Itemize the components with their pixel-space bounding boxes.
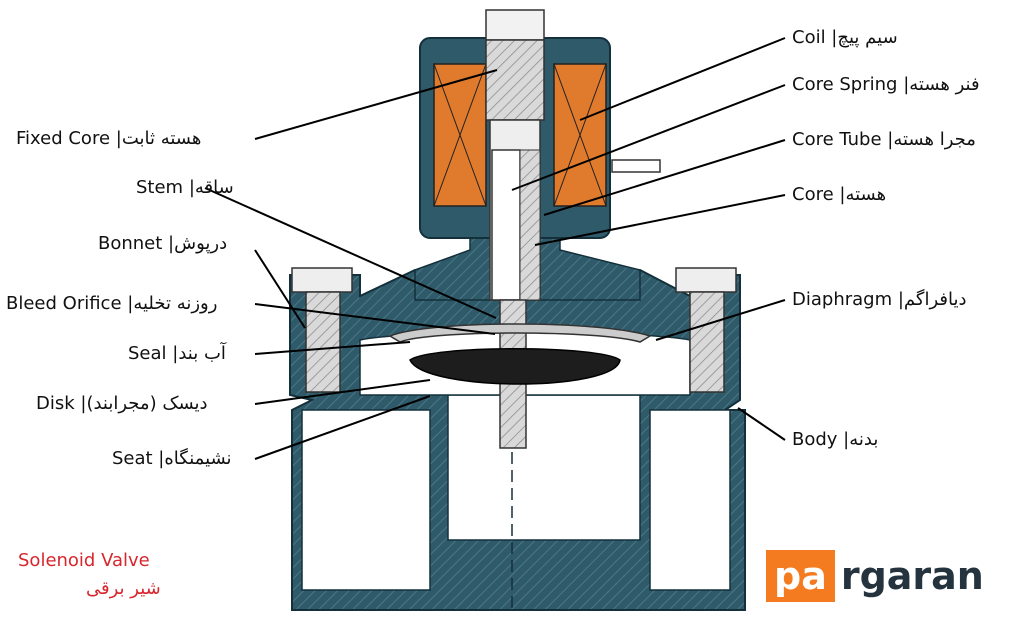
- label-body: Body |بدنه: [792, 429, 879, 450]
- label-core-tube: Core Tube |مجرا هسته: [792, 129, 976, 150]
- leader-lines: [204, 37, 786, 460]
- label-seal: Seal |آب بند: [128, 343, 226, 364]
- bolt-left: [291, 267, 353, 393]
- label-seat: Seat |نشیمنگاه: [112, 448, 232, 469]
- label-coil: Coil |سیم پیچ: [792, 27, 898, 48]
- label-fixed-core: Fixed Core |هسته ثابت: [16, 128, 202, 149]
- logo-text: rgaran: [840, 554, 984, 598]
- bolt-right: [675, 267, 737, 393]
- label-diaphragm: Diaphragm |دیافراگم: [792, 289, 967, 310]
- label-core-spring: Core Spring |فنر هسته: [792, 74, 980, 95]
- label-bleed-orifice: Bleed Orifice |روزنه تخلیه: [6, 293, 218, 314]
- caption-persian: شیر برقی: [86, 578, 161, 599]
- label-core: Core |هسته: [792, 184, 887, 205]
- label-disk: Disk |(مجرابند) دیسک: [36, 393, 208, 414]
- logo-highlight: pa: [766, 550, 835, 602]
- label-bonnet: Bonnet |درپوش: [98, 233, 228, 254]
- caption-english: Solenoid Valve: [18, 550, 150, 571]
- label-stem: Stem |ساقه: [136, 177, 234, 198]
- pargaran-logo: pa rgaran: [766, 550, 984, 602]
